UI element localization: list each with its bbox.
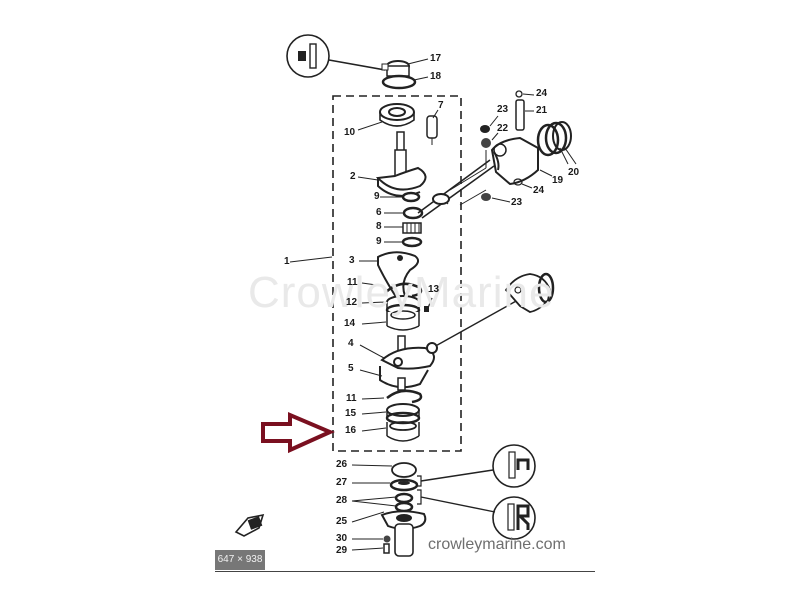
clip-24-upper-icon (515, 90, 523, 98)
fwd-direction-icon (234, 513, 265, 537)
image-dimensions-badge: 647 × 938 (215, 550, 265, 570)
washer-23-upper-icon (480, 125, 490, 133)
piston-19-icon (490, 136, 539, 186)
piston-mid-icon (504, 272, 555, 313)
part-label-16: 16 (345, 425, 357, 436)
part-label-17: 17 (430, 53, 442, 64)
part-label-22: 22 (497, 123, 509, 134)
part-label-13: 13 (428, 284, 440, 295)
connecting-rod-bolt-lines-icon (449, 150, 487, 206)
leader-detail-upper (420, 469, 494, 482)
dowel-13-icon (424, 297, 433, 312)
nut-22-icon (481, 138, 491, 148)
watermark-bottom: crowleymarine.com (428, 536, 566, 553)
part-label-27: 27 (336, 477, 348, 488)
part-label-23-lower: 23 (511, 197, 523, 208)
oil-seal-27-icon (389, 478, 419, 492)
part-label-3: 3 (349, 255, 355, 266)
part-label-18: 18 (430, 71, 442, 82)
part-label-14: 14 (344, 318, 356, 329)
part-label-15: 15 (345, 408, 357, 419)
part-label-4: 4 (348, 338, 354, 349)
ball-bearing-10-icon (379, 103, 415, 127)
bearing-14-icon (386, 310, 420, 331)
crank-web-4-icon (380, 335, 435, 370)
detail-circle-top-icon (286, 34, 386, 78)
part-label-2: 2 (350, 171, 356, 182)
bottom-divider (215, 571, 595, 572)
washer-30-icon (383, 535, 391, 543)
part-label-24-upper: 24 (536, 88, 548, 99)
part-label-11-upper: 11 (347, 277, 358, 288)
bracket-28-icon (417, 489, 422, 505)
connecting-rod-upper-icon (417, 159, 495, 219)
part-label-5: 5 (348, 363, 354, 374)
bolt-29-icon (383, 543, 390, 554)
connecting-rod-lower-icon (431, 299, 519, 349)
detail-circle-lower-2-icon (492, 496, 536, 540)
watermark-center: CrowleyMarine (248, 268, 555, 317)
oil-seal-17-icon (381, 60, 410, 77)
crank-web-2-icon (375, 131, 427, 197)
part-label-24-lower: 24 (533, 185, 545, 196)
piston-pin-21-icon (515, 99, 525, 131)
part-label-9-upper: 9 (374, 191, 380, 202)
lower-housing-25-icon (380, 510, 427, 557)
part-label-25: 25 (336, 516, 348, 527)
part-label-23-upper: 23 (497, 104, 509, 115)
oil-seals-28-icon (394, 492, 414, 513)
washer-9-lower-icon (401, 236, 423, 248)
part-label-6: 6 (376, 207, 382, 218)
crank-web-3-icon (377, 251, 420, 302)
pin-7-icon (426, 115, 438, 145)
highlight-arrow-icon[interactable] (261, 411, 335, 454)
part-label-26: 26 (336, 459, 348, 470)
leader-lines (289, 58, 577, 551)
part-label-21: 21 (536, 105, 548, 116)
part-label-12: 12 (346, 297, 358, 308)
part-label-9-lower: 9 (376, 236, 382, 247)
washer-9-upper-icon (401, 191, 421, 203)
bearing-16-icon (386, 421, 420, 442)
leader-detail-lower (420, 496, 496, 513)
part-label-30: 30 (336, 533, 348, 544)
washer-23-lower-icon (481, 193, 491, 201)
crank-eye-icon (426, 342, 438, 354)
part-label-19: 19 (552, 175, 564, 186)
part-label-10: 10 (344, 127, 356, 138)
circlip-11-lower-icon (386, 389, 423, 404)
clip-24-lower-icon (513, 178, 523, 186)
needle-bearing-8-icon (402, 222, 422, 234)
labyrinth-seal-15-icon (385, 403, 421, 425)
crankshaft-assembly-boundary (332, 95, 462, 452)
circlip-11-upper-icon (385, 282, 423, 298)
bearing-18-icon (381, 74, 417, 90)
part-label-1: 1 (284, 256, 290, 267)
oil-seal-26-icon (391, 462, 417, 478)
piston-rings-20-icon (536, 121, 572, 157)
part-label-28: 28 (336, 495, 348, 506)
detail-circle-lower-1-icon (492, 444, 536, 488)
part-label-11-lower: 11 (346, 393, 357, 404)
part-label-7: 7 (438, 100, 444, 111)
part-label-8: 8 (376, 221, 382, 232)
crank-web-5-icon (379, 366, 429, 391)
part-label-29: 29 (336, 545, 348, 556)
part-label-20: 20 (568, 167, 580, 178)
